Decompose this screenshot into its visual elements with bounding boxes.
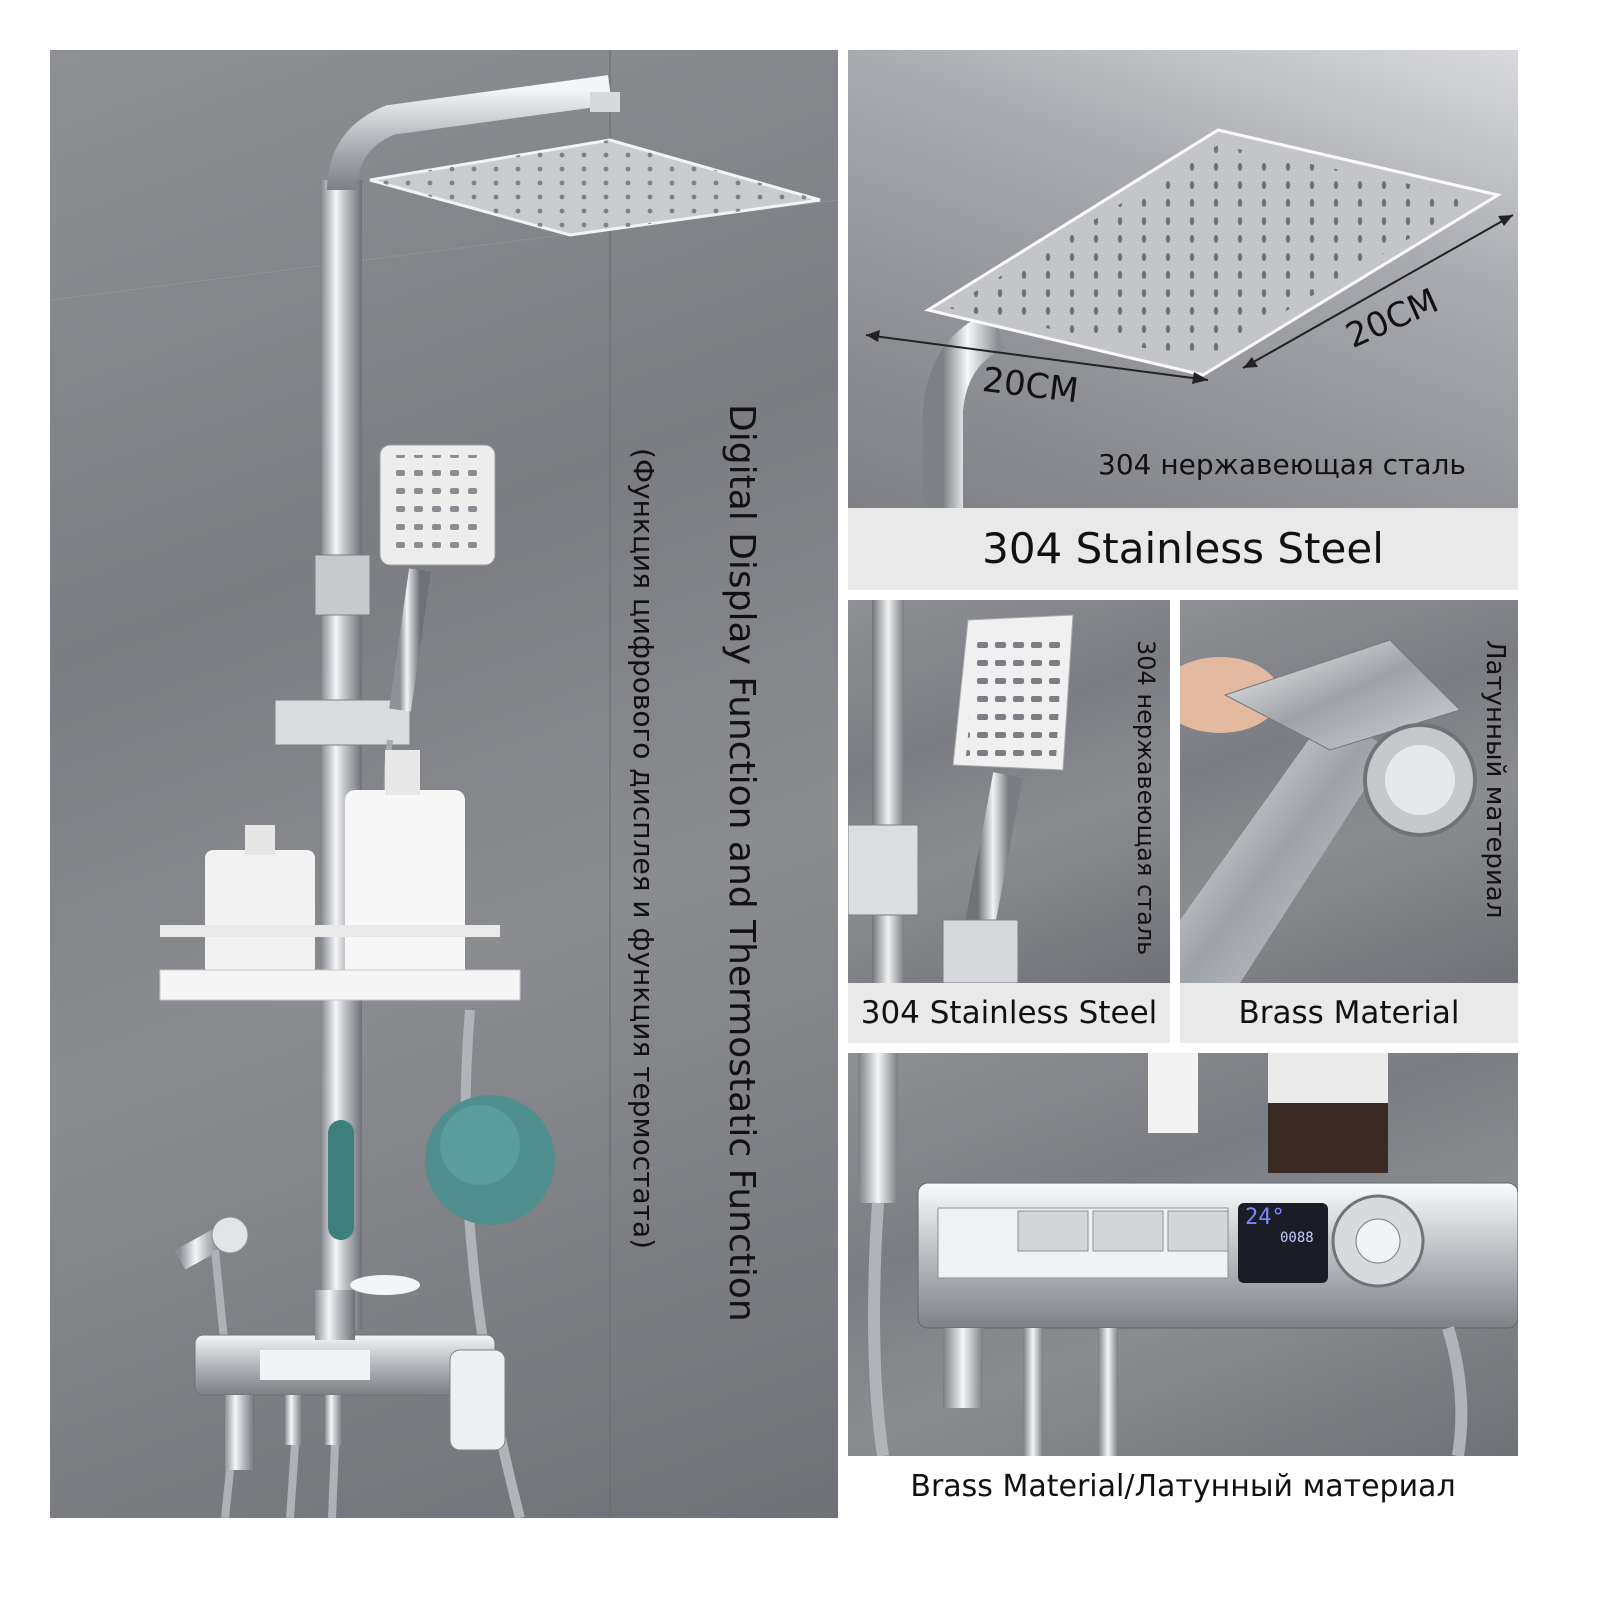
rain-shower-head: [369, 138, 821, 237]
display-flow-readout: 0088: [1280, 1230, 1314, 1246]
caption-stainless-steel-small: 304 Stainless Steel: [848, 983, 1170, 1043]
material-label-ru: 304 нержавеющая сталь: [1098, 448, 1466, 481]
feature-title-en: Digital Display Function and Thermostati…: [721, 404, 762, 1322]
digital-display: [1238, 1203, 1328, 1283]
bidet-sprayer-closeup: [1180, 600, 1518, 983]
hand-shower-closeup: [848, 600, 1170, 983]
thermostatic-mixer: [194, 1275, 506, 1470]
hand-shower: [379, 444, 496, 712]
display-temperature: 24°: [1245, 1205, 1285, 1230]
mixer-closeup: [848, 1053, 1518, 1456]
caption-brass-material-bilingual: Brass Material/Латунный материал: [848, 1456, 1518, 1518]
bidet-sprayer-illustration: [1180, 639, 1477, 983]
side-label-brass-ru: Латунный материал: [1480, 640, 1510, 919]
square-shower-head-illustration: [865, 128, 1514, 508]
thermostatic-mixer-illustration: [858, 1053, 1518, 1456]
hand-shower-illustration: [848, 600, 1074, 983]
rain-shower-closeup: [848, 50, 1518, 508]
main-product-photo: [50, 50, 838, 1518]
side-label-stainless-ru: 304 нержавеющая сталь: [1132, 640, 1160, 956]
bidet-sprayer: [174, 1216, 249, 1351]
shelf-with-bottles: [159, 750, 521, 1001]
caption-stainless-steel: 304 Stainless Steel: [848, 508, 1518, 590]
shower-system-illustration: [50, 50, 838, 1518]
caption-brass-material: Brass Material: [1180, 983, 1518, 1043]
feature-title-ru: (Функция цифрового дисплея и функция тер…: [627, 448, 660, 1250]
